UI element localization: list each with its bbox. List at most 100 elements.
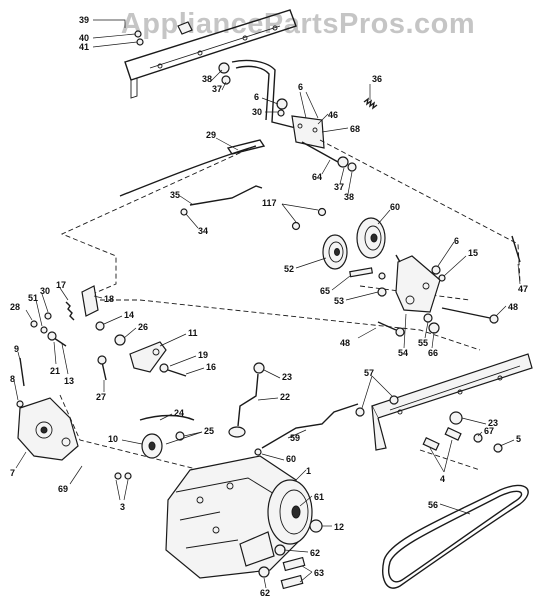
- input-pulley-61: [267, 479, 313, 545]
- callout-61: 61: [314, 492, 324, 502]
- washer-25: [175, 431, 185, 441]
- bracket-46: [291, 115, 357, 172]
- callout-9: 9: [14, 344, 19, 354]
- rod-35: [180, 185, 263, 216]
- callout-46: 46: [328, 110, 338, 120]
- callout-12: 12: [334, 522, 344, 532]
- control-cable-29: [119, 139, 266, 197]
- idler-bracket-54: [395, 254, 441, 313]
- callout-11: 11: [188, 328, 198, 338]
- rod-59: [261, 403, 359, 449]
- right-frame-rail: [371, 353, 533, 451]
- callout-7: 7: [10, 468, 15, 478]
- washer-117b: [317, 207, 327, 217]
- callout-13: 13: [64, 376, 74, 386]
- callout-60: 60: [286, 454, 296, 464]
- callout-18: 18: [104, 294, 114, 304]
- callout-51: 51: [28, 293, 38, 303]
- callout-17: 17: [56, 280, 66, 290]
- callout-67: 67: [484, 426, 494, 436]
- nut-53: [377, 287, 387, 297]
- callout-39: 39: [79, 15, 89, 25]
- callout-64: 64: [312, 172, 322, 182]
- callout-54: 54: [398, 348, 408, 358]
- dashed-linkage-5: [59, 394, 201, 471]
- callout-38: 38: [344, 192, 354, 202]
- callout-30: 30: [252, 107, 262, 117]
- callout-66: 66: [428, 348, 438, 358]
- callout-53: 53: [334, 296, 344, 306]
- bolt-13: [47, 331, 67, 347]
- callout-8: 8: [10, 374, 15, 384]
- callout-62: 62: [310, 548, 320, 558]
- callout-68: 68: [350, 124, 360, 134]
- bolt-4: [422, 427, 462, 451]
- hardware-39-41: [134, 21, 193, 46]
- callout-40: 40: [79, 33, 89, 43]
- dashed-linkage-1: [319, 139, 521, 283]
- shift-lever-22: [228, 362, 265, 438]
- callout-37: 37: [334, 182, 344, 192]
- callout-57: 57: [364, 368, 374, 378]
- bolt-65: [349, 267, 386, 280]
- dashed-linkage-2: [60, 145, 256, 297]
- callout-35: 35: [170, 190, 180, 200]
- bolt-48b: [377, 321, 405, 337]
- callout-65: 65: [320, 286, 330, 296]
- callout-34: 34: [198, 226, 208, 236]
- callout-19: 19: [198, 350, 208, 360]
- pulley-10: [141, 433, 163, 459]
- washer-66: [428, 322, 440, 334]
- callout-25: 25: [204, 426, 214, 436]
- washer-62b: [258, 566, 270, 578]
- callout-5: 5: [516, 434, 521, 444]
- callout-63: 63: [314, 568, 324, 578]
- washer-28: [30, 320, 38, 328]
- callout-55: 55: [418, 338, 428, 348]
- callout-16: 16: [206, 362, 216, 372]
- callout-10: 10: [108, 434, 118, 444]
- washer-15: [438, 274, 446, 282]
- knob-23: [449, 411, 463, 425]
- dashed-linkage-6: [419, 449, 481, 471]
- spring-17: [65, 301, 75, 321]
- callout-117: 117: [262, 198, 277, 208]
- dashed-linkage-4: [359, 285, 471, 301]
- dashed-linkage-3: [100, 299, 481, 351]
- callout-6: 6: [454, 236, 459, 246]
- callout-15: 15: [468, 248, 478, 258]
- washer-51: [40, 326, 48, 334]
- pin-9: [19, 357, 25, 387]
- callout-37: 37: [212, 84, 222, 94]
- callout-41: 41: [79, 42, 89, 52]
- callout-60: 60: [390, 202, 400, 212]
- washer-57a: [355, 407, 365, 417]
- nut-12: [309, 519, 323, 533]
- brake-bracket-7: [17, 397, 79, 461]
- bolt-63: [280, 556, 306, 590]
- leader-lines: [13, 19, 521, 589]
- washer-117a: [291, 221, 301, 231]
- washer-30: [44, 312, 52, 320]
- bushing-26: [114, 334, 126, 346]
- spring-36: [363, 97, 378, 110]
- callout-14: 14: [124, 310, 134, 320]
- washer-57b: [389, 395, 399, 405]
- callout-62: 62: [260, 588, 270, 598]
- callout-22: 22: [280, 392, 290, 402]
- callout-23: 23: [282, 372, 292, 382]
- washer-5: [493, 443, 503, 453]
- callout-47: 47: [518, 284, 528, 294]
- callout-69: 69: [58, 484, 68, 494]
- callout-21: 21: [50, 366, 60, 376]
- washer-55: [423, 313, 433, 323]
- callout-23: 23: [488, 418, 498, 428]
- callout-3: 3: [120, 502, 125, 512]
- clutch-arm-11: [129, 341, 167, 373]
- callout-28: 28: [10, 302, 20, 312]
- clutch-bracket-18: [81, 285, 99, 317]
- callout-26: 26: [138, 322, 148, 332]
- washer-6: [431, 265, 441, 275]
- watermark-text: AppliancePartsPros.com: [120, 8, 476, 40]
- rod-47: [511, 235, 521, 263]
